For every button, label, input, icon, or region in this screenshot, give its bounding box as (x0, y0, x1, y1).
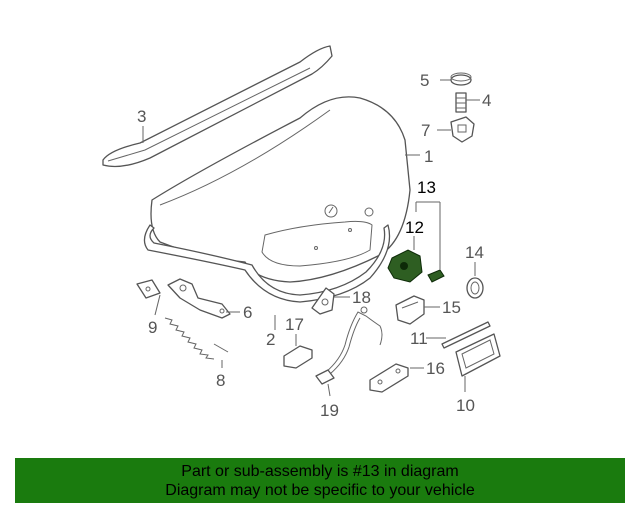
callout-labels: 1 2 3 4 5 6 7 8 9 10 11 12 13 14 15 16 1… (137, 71, 491, 420)
callout-16: 16 (426, 359, 445, 378)
lock-assembly-highlighted (387, 249, 445, 283)
lock-cylinder-housing-part (395, 295, 425, 325)
part-notice-banner: Part or sub-assembly is #13 in diagram D… (15, 458, 625, 503)
callout-1: 1 (424, 147, 433, 166)
callout-18: 18 (352, 288, 371, 307)
molding-strip-part (441, 321, 491, 349)
spring-part (164, 317, 229, 368)
grommet-part (450, 72, 472, 86)
callout-17: 17 (285, 315, 304, 334)
bumper-stop-part (455, 92, 467, 113)
cover-part (311, 287, 335, 315)
callout-4: 4 (482, 91, 491, 110)
switch-part (283, 345, 313, 369)
callout-12: 12 (405, 218, 424, 237)
callout-11: 11 (410, 329, 428, 348)
callout-3: 3 (137, 107, 146, 126)
callout-6: 6 (243, 303, 252, 322)
callout-9: 9 (148, 318, 157, 337)
callout-5: 5 (420, 71, 429, 90)
spoiler-part (102, 45, 333, 168)
weatherstrip-part (143, 224, 391, 303)
callout-8: 8 (216, 371, 225, 390)
license-bracket-part (455, 333, 501, 377)
callout-14: 14 (465, 243, 484, 262)
bracket-part (450, 116, 475, 143)
callout-7: 7 (421, 121, 430, 140)
banner-line-2: Diagram may not be specific to your vehi… (165, 482, 475, 499)
seal-ring-part (466, 277, 484, 299)
hinge-part (167, 278, 231, 319)
parts-diagram: 1 2 3 4 5 6 7 8 9 10 11 12 13 14 15 16 1… (102, 45, 501, 420)
actuator-part (369, 363, 409, 393)
banner-line-1: Part or sub-assembly is #13 in diagram (181, 463, 459, 480)
hinge-plate-part (136, 279, 161, 299)
callout-15: 15 (442, 298, 461, 317)
callout-19: 19 (320, 401, 339, 420)
release-cable-part (315, 306, 383, 385)
callout-10: 10 (456, 396, 475, 415)
leader-lines (142, 79, 480, 397)
callout-13: 13 (417, 178, 436, 197)
callout-2: 2 (266, 330, 275, 349)
